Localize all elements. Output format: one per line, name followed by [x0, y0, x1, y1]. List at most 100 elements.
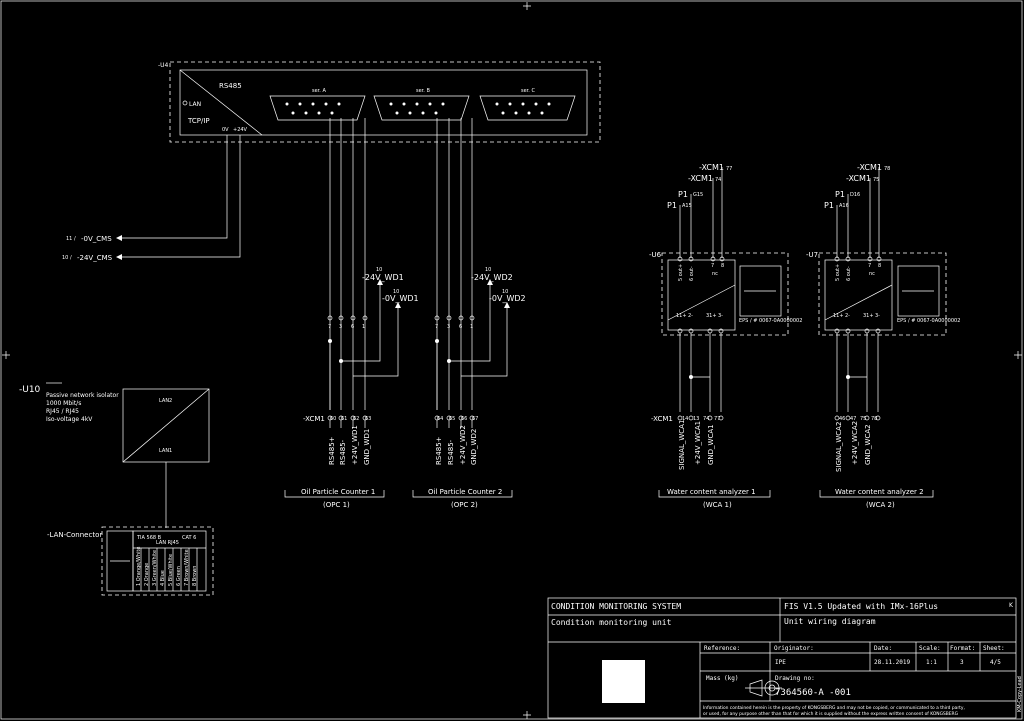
diagram-label: SIGNAL_WCA2 [835, 422, 843, 472]
cms-24v-label: -24V_CMS [77, 254, 113, 262]
diagram-label: 78 [884, 166, 890, 172]
u10-tag: -U10 [19, 385, 41, 395]
diagram-label: Drawing no: [775, 675, 815, 682]
u4-0v: 0V [222, 127, 229, 133]
opc2-24v-label: -24V_WD2 [471, 273, 513, 282]
wca2-sub: EPS / # 0067-0A0000002 [897, 318, 960, 324]
diagram-label: 7 [328, 324, 331, 330]
diagram-label: P1 [667, 201, 677, 210]
diagram-label: -XCM1 [651, 415, 673, 423]
wca2-tag: -U7 [806, 251, 818, 259]
wca2-name: Water content analyzer 2 [835, 488, 924, 496]
diagram-label: RS485+ [435, 436, 443, 465]
diagram-label: or used, for any purpose other than that… [703, 711, 959, 717]
diagram-label: 2- [845, 313, 850, 319]
diagram-label: 1:1 [926, 659, 937, 666]
diagram-label: 2 Orange [144, 563, 150, 586]
diagram-label: -XCM1 [846, 174, 871, 183]
wca2-abbr: (WCA 2) [866, 501, 895, 509]
opc1-xcm: -XCM1 [303, 415, 325, 423]
wca1-unit: -U6 -XCM1 77 -XCM1 74 P1 G15 P1 A15 5 ou… [649, 163, 802, 509]
u4-unit: -U4 RS485 LAN TCP/IP 0V +24V ser. A ser.… [158, 61, 601, 143]
diagram-label: 4 Blue [160, 570, 166, 586]
diagram-label: 3 [960, 659, 964, 666]
wca1-name: Water content analyzer 1 [667, 488, 756, 496]
diagram-label: 2- [688, 313, 693, 319]
lan-connector: -LAN-Connector TIA 568 B LAN RJ45 CAT 6 … [47, 526, 214, 596]
diagram-label: 62 [353, 416, 359, 422]
u4-tcpip: TCP/IP [187, 117, 210, 125]
diagram-label: 8 [878, 263, 881, 269]
diagram-label: RS485- [339, 439, 347, 465]
tb-drawing-no: 7364560-A -001 [775, 688, 851, 698]
diagram-label: Passive network isolator [46, 392, 119, 399]
diagram-label: +24V_WCA2 [851, 421, 859, 465]
diagram-label: IPE [775, 659, 786, 666]
diagram-label: D16 [850, 192, 860, 198]
wca1-abbr: (WCA 1) [703, 501, 732, 509]
diagram-label: Reference: [704, 645, 740, 652]
opc2-name: Oil Particle Counter 2 [428, 488, 502, 496]
diagram-label: GND_WD1 [363, 429, 371, 465]
tb-project: FIS V1.5 Updated with IMx-16Plus [784, 602, 938, 611]
diagram-label: SIGNAL_WCA1 [678, 420, 686, 470]
u4-lan: LAN [189, 101, 201, 108]
diagram-label: 3 [447, 324, 450, 330]
diagram-label: P1 [824, 201, 834, 210]
diagram-label: 7 Brown/White [184, 549, 190, 586]
diagram-label: +24V_WD1 [351, 425, 359, 465]
diagram-label: 60 [330, 416, 336, 422]
db9-connector-b: ser. B [373, 88, 470, 121]
opc1-24v-label: -24V_WD1 [362, 273, 404, 282]
opc2-wiring: 10 -24V_WD2 10 -0V_WD2 7 3 6 1 64 65 66 … [412, 118, 526, 509]
diagram-label: Format: [950, 645, 975, 652]
wca2-unit: -U7 -XCM1 78 -XCM1 75 P1 D16 P1 A16 5 ou… [806, 163, 960, 509]
diagram-label: 11+ [676, 313, 687, 319]
diagram-label: 28.11.2019 [874, 659, 911, 666]
diagram-label: 7 [868, 263, 871, 269]
diagram-label: 11+ [833, 313, 844, 319]
diagram-label: -XCM1 [688, 174, 713, 183]
diagram-label: LAN2 [159, 398, 172, 404]
diagram-label: 1 Orange/White [136, 547, 142, 586]
db9-connector-a: ser. A [269, 88, 366, 121]
diagram-label: A16 [839, 203, 849, 209]
tb-drawing-title: Unit wiring diagram [784, 617, 876, 626]
diagram-label: TIA 568 B [136, 535, 162, 541]
diagram-label: 78 [871, 416, 877, 422]
diagram-label: Date: [874, 645, 892, 652]
diagram-label: 61 [341, 416, 347, 422]
diagram-label: GND_WD2 [470, 429, 478, 465]
diagram-label: 74 [715, 177, 721, 183]
diagram-label: 1 [470, 324, 473, 330]
diagram-label: 6 Green [176, 566, 182, 586]
diagram-label: ser. B [416, 88, 430, 94]
cms-0v-ref: 11 / [66, 236, 76, 242]
diagram-label: P1 [678, 190, 688, 199]
diagram-label: RJ45 / RJ45 [46, 408, 79, 415]
opc1-wiring: 10 -24V_WD1 10 -0V_WD1 7 3 6 1 -XCM1 60 … [284, 118, 419, 509]
diagram-label: 1 [362, 324, 365, 330]
wca1-sub: EPS / # 0067-0A0000002 [739, 318, 802, 324]
u4-24v: +24V [233, 127, 248, 133]
opc1-24v-ref: 10 [376, 267, 382, 273]
diagram-label: -XCM1 [857, 163, 882, 172]
diagram-label: 75 [860, 416, 866, 422]
diagram-label: ser. C [521, 88, 535, 94]
diagram-label: 8 Brown [192, 566, 198, 586]
diagram-label: 3 [339, 324, 342, 330]
diagram-label: Scale: [919, 645, 941, 652]
company-logo [602, 660, 645, 703]
tb-corner: K [1009, 602, 1014, 609]
diagram-label: 66 [461, 416, 467, 422]
cms-24v-ref: 10 / [62, 255, 72, 261]
u4-protocol: RS485 [219, 82, 242, 90]
opc2-24v-ref: 10 [485, 267, 491, 273]
diagram-label: 4/5 [990, 659, 1001, 666]
diagram-label: 6 [351, 324, 354, 330]
cms-power-lines: 11 / -0V_CMS 10 / -24V_CMS [62, 135, 241, 262]
diagram-label: 5 out+ [835, 264, 841, 281]
diagram-label: 1000 Mbit/s [46, 400, 81, 407]
diagram-label: 63 [365, 416, 371, 422]
